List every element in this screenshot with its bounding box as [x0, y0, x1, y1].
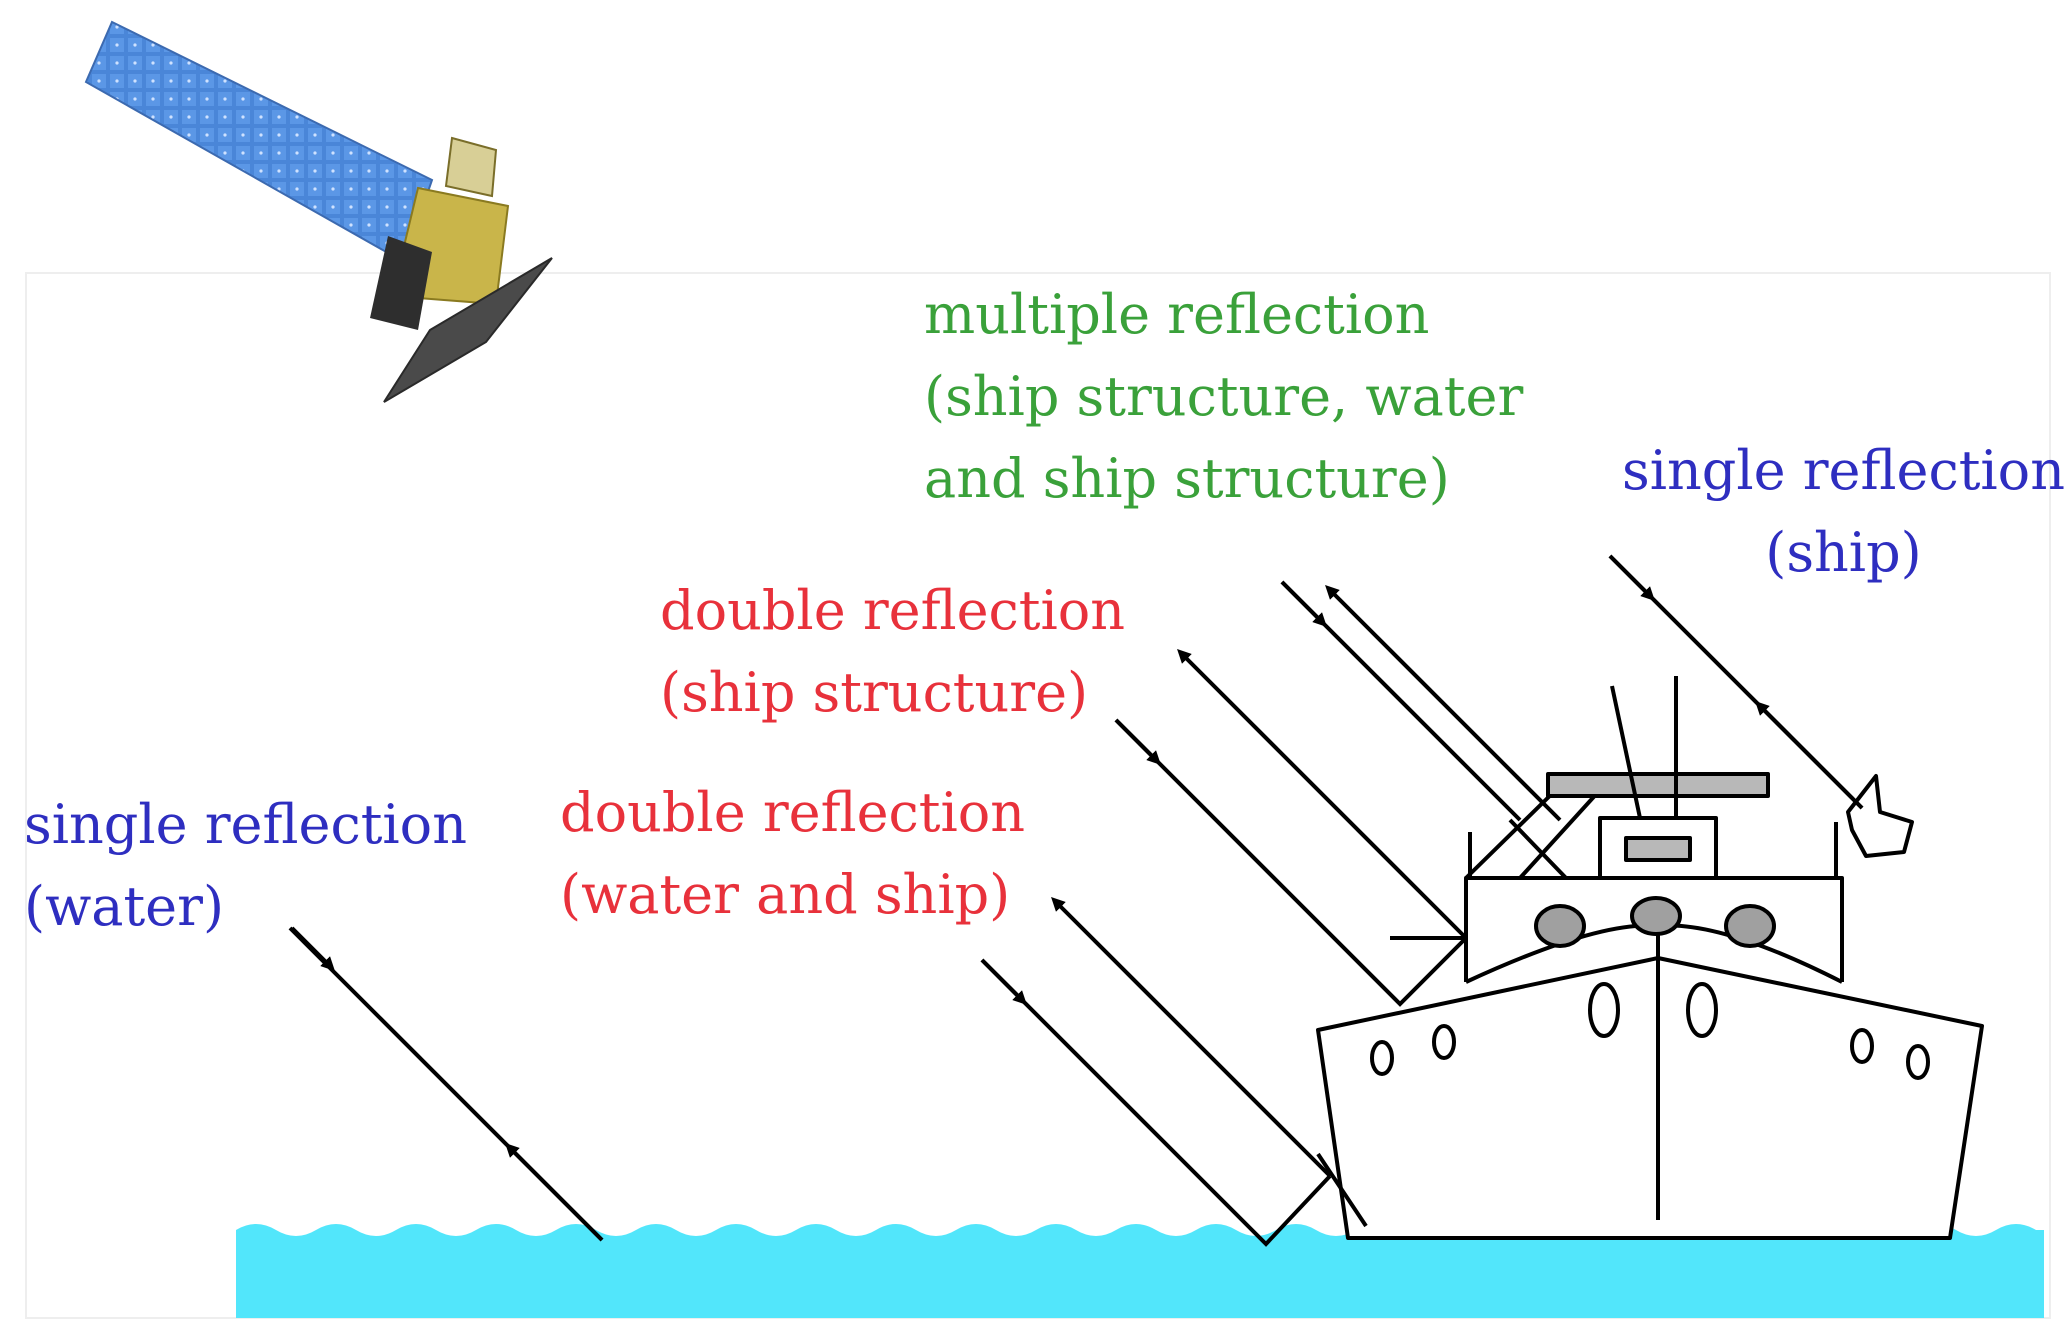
truss-3	[1508, 818, 1568, 880]
porthole-large-2	[1630, 896, 1682, 936]
bridge-window	[1624, 836, 1692, 862]
porthole-1	[1370, 1040, 1394, 1076]
label-multiple-line2: (ship structure, water	[924, 365, 1524, 428]
porthole-large-3	[1724, 904, 1776, 948]
label-double-water-ship: double reflection (water and ship)	[560, 772, 1025, 936]
ray-water-in-arrow	[290, 926, 335, 971]
ray-water-out-arrow	[505, 1143, 604, 1242]
ray-ship-in-arrow	[1608, 554, 1655, 601]
satellite-sensor	[444, 136, 498, 198]
ray-multi-return	[1325, 585, 1562, 822]
porthole-3	[1850, 1028, 1874, 1064]
ray-multi-in-arrow	[1280, 580, 1327, 627]
porthole-large-1	[1534, 904, 1586, 948]
label-single-water-line2: (water)	[24, 875, 225, 938]
porthole-bow-1	[1588, 982, 1620, 1038]
crane	[1846, 774, 1914, 858]
satellite-icon	[84, 20, 553, 403]
ray-dbl-water-incident	[980, 958, 1332, 1247]
reflection-rays	[288, 554, 1864, 1247]
label-single-water-line1: single reflection	[24, 793, 467, 856]
water-surface	[236, 1224, 2044, 1318]
ray-dbl-ship-in-arrow	[1114, 718, 1161, 765]
antenna-mast-1	[1610, 685, 1642, 819]
solar-panel	[84, 20, 434, 264]
label-single-ship: single reflection (ship)	[1622, 430, 2064, 594]
ray-dbl-water-in-arrow	[980, 958, 1027, 1005]
label-double-water-ship-line2: (water and ship)	[560, 863, 1011, 926]
radar-antenna	[383, 257, 553, 403]
ray-ship-return	[1755, 701, 1864, 810]
label-single-water: single reflection (water)	[24, 784, 467, 948]
ray-dbl-ship-incident	[1114, 718, 1468, 1007]
ray-dbl-ship-return	[1177, 649, 1468, 940]
label-multiple-line1: multiple reflection	[924, 283, 1430, 346]
label-multiple-reflection: multiple reflection (ship structure, wat…	[924, 274, 1523, 520]
hull-edge	[1316, 1152, 1368, 1228]
mast-platform	[1546, 772, 1770, 798]
label-double-water-ship-line1: double reflection	[560, 781, 1026, 844]
ray-dbl-water-return	[1051, 897, 1332, 1178]
porthole-bow-2	[1686, 982, 1718, 1038]
label-single-ship-line2: (ship)	[1765, 521, 1922, 584]
label-single-ship-line1: single reflection	[1622, 439, 2064, 502]
satellite-side	[370, 236, 432, 330]
ship-hull	[1316, 956, 1984, 1240]
label-double-ship-structure-line1: double reflection	[660, 579, 1126, 642]
label-double-ship-structure: double reflection (ship structure)	[660, 570, 1125, 734]
label-double-ship-structure-line2: (ship structure)	[660, 661, 1089, 724]
porthole-2	[1432, 1024, 1456, 1060]
label-multiple-line3: and ship structure)	[924, 447, 1450, 510]
truss-2	[1518, 788, 1602, 880]
porthole-4	[1906, 1044, 1930, 1080]
ship-icon	[1316, 676, 1984, 1240]
